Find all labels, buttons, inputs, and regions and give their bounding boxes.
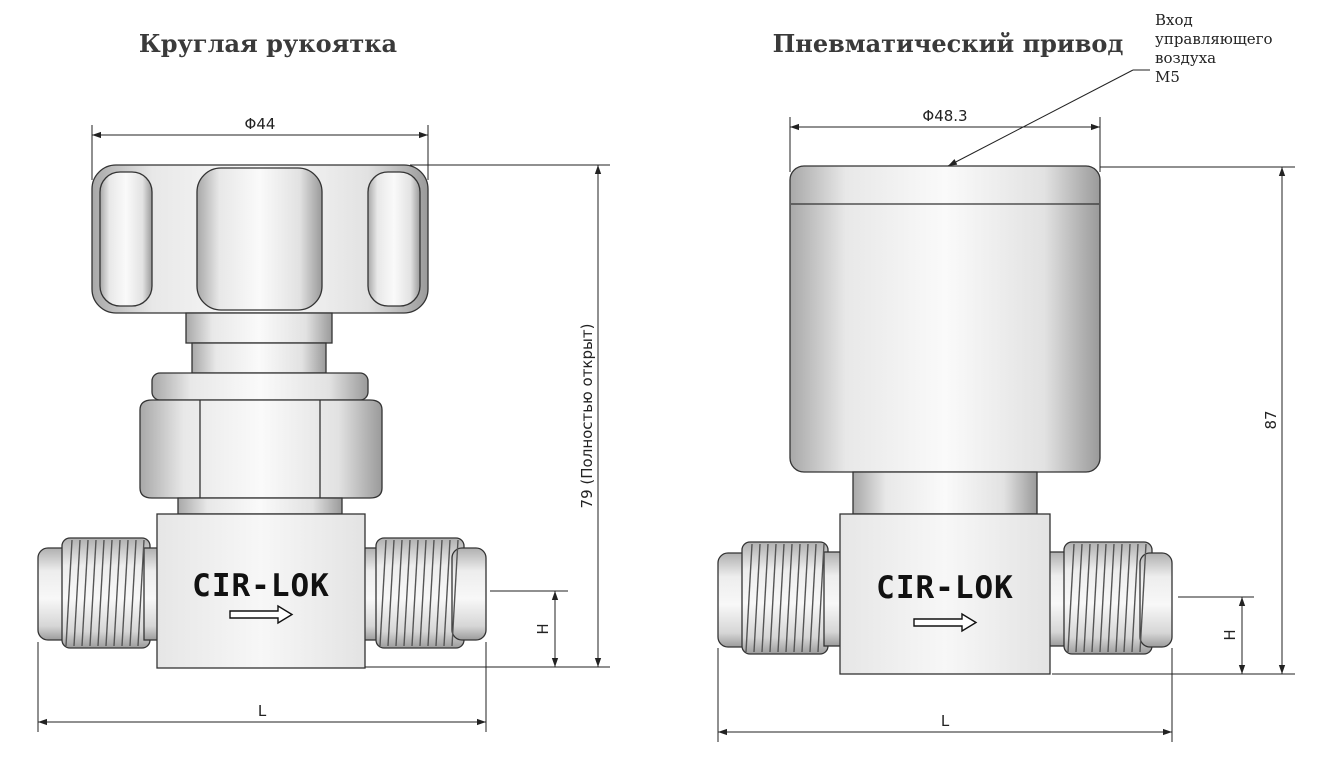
round-handle [91, 164, 429, 314]
right-view-title: Пневматический привод [773, 29, 1124, 58]
right-h-label: H [1221, 629, 1239, 640]
air-inlet-leader [947, 69, 1134, 167]
left-height-label: 79 (Полностью открыт) [578, 324, 596, 509]
right-view: Пневматический привод Вход управляющего … [717, 11, 1295, 742]
pneumatic-actuator [789, 165, 1101, 473]
left-dimensions: Φ44 79 (Полностью открыт) H L [37, 115, 610, 732]
right-brand-logo: CIR-LOK [876, 570, 1014, 606]
bonnet-collar [151, 372, 369, 401]
actuator-neck [852, 471, 1038, 515]
right-l-label: L [941, 712, 950, 730]
left-fitting-right [363, 537, 487, 649]
stem-lower [191, 342, 327, 374]
air-inlet-note-2: управляющего [1155, 30, 1273, 48]
right-fitting-right [1047, 541, 1173, 655]
right-valve-body [839, 513, 1051, 675]
valve-body [156, 513, 366, 669]
left-fitting-left [37, 537, 159, 649]
left-view-title: Круглая рукоятка [139, 29, 397, 58]
air-inlet-note-4: M5 [1155, 68, 1180, 86]
right-flow-arrow-icon [913, 612, 978, 633]
hex-nut [139, 399, 383, 499]
brand-logo: CIR-LOK [192, 568, 330, 604]
left-diameter-label: Φ44 [245, 115, 276, 133]
neck [177, 497, 343, 515]
right-height-label: 87 [1262, 410, 1280, 429]
left-view: Круглая рукоятка [37, 29, 610, 732]
right-fitting-left [717, 541, 843, 655]
left-h-label: H [534, 623, 552, 634]
left-l-label: L [258, 702, 267, 720]
right-diameter-label: Φ48.3 [922, 107, 967, 125]
stem [185, 312, 333, 344]
flow-arrow-icon [229, 604, 294, 625]
right-dimensions: Φ48.3 87 H L [717, 107, 1295, 742]
air-inlet-note-3: воздуха [1155, 49, 1216, 67]
air-inlet-note-1: Вход [1155, 11, 1193, 29]
